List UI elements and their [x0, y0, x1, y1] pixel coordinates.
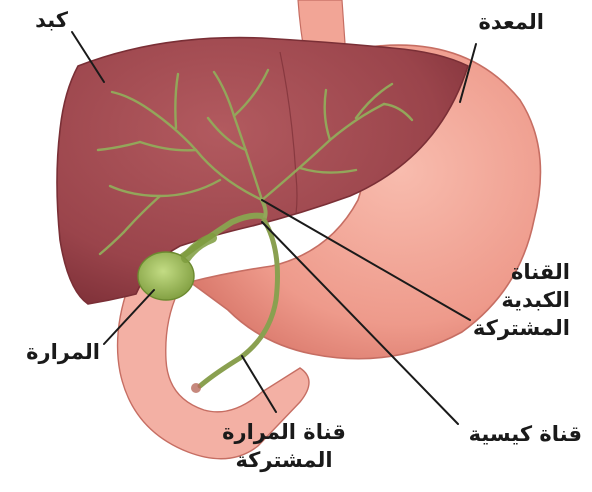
duodenal-papilla	[191, 383, 201, 393]
label-liver: كبد	[8, 6, 68, 34]
label-gallbladder: المرارة	[4, 338, 100, 366]
label-common-bile-duct-line1: قناة المرارة	[214, 418, 354, 446]
label-common-hepatic-duct-line2: الكبدية	[460, 286, 570, 314]
label-common-hepatic-duct: القناة الكبدية المشتركة	[460, 258, 570, 342]
label-common-bile-duct-line2: المشتركة	[214, 446, 354, 474]
label-cystic-duct: قناة كيسية	[442, 420, 582, 448]
label-stomach: المعدة	[450, 8, 544, 36]
label-common-hepatic-duct-line3: المشتركة	[460, 314, 570, 342]
label-common-hepatic-duct-line1: القناة	[460, 258, 570, 286]
label-common-bile-duct: قناة المرارة المشتركة	[214, 418, 354, 474]
